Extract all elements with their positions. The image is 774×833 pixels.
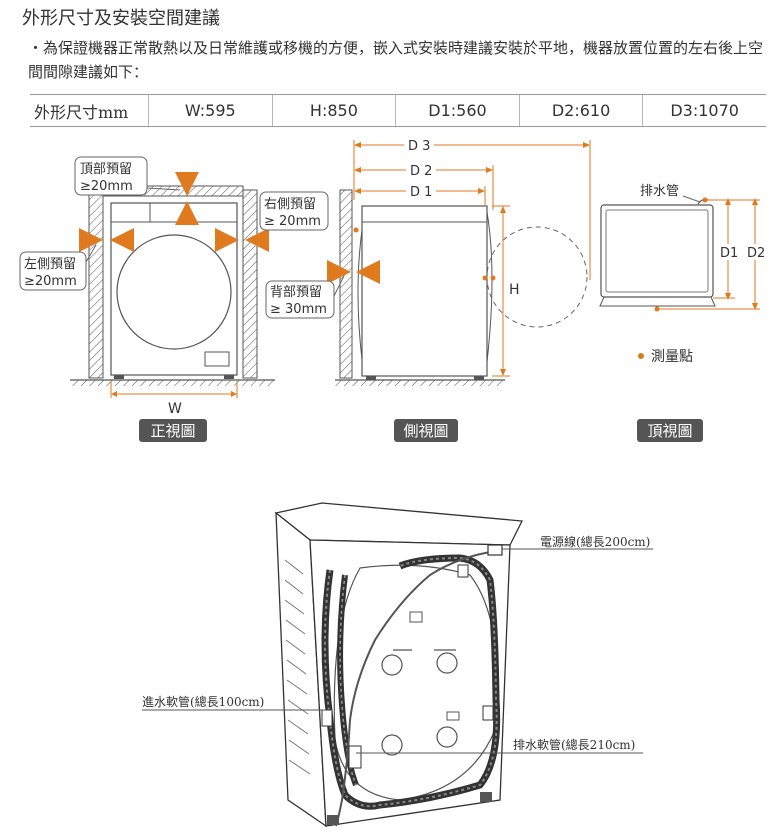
left-clearance-label: 左側預留	[24, 257, 76, 272]
side-machine-body	[361, 205, 488, 377]
page-title: 外形尺寸及安裝空間建議	[22, 8, 220, 29]
top-view-caption: 頂視圖	[647, 422, 692, 440]
top-clearance-value: ≥20mm	[80, 179, 133, 194]
dimension-d1: D1:560	[395, 95, 519, 126]
filter-door	[204, 351, 230, 367]
d2-label: D 2	[410, 164, 432, 179]
top-d1-label: D1	[720, 246, 738, 261]
installation-note: ・為保證機器正常散熱以及日常維護或移機的方便，嵌入式安裝時建議安裝於平地，機器放…	[28, 39, 764, 81]
left-clearance-value: ≥20mm	[24, 274, 77, 289]
back-clearance-value: ≥ 30mm	[270, 302, 327, 317]
top-clearance-callout	[74, 156, 148, 196]
drain-label: 排水管	[640, 184, 679, 199]
right-clearance-label: 右側預留	[264, 197, 316, 212]
left-clearance-callout	[19, 251, 87, 291]
w-dimension-label: W	[168, 401, 182, 417]
top-door-edge	[599, 296, 716, 307]
left-wall	[88, 189, 104, 379]
door-swing-arc	[486, 226, 588, 328]
measurement-point-dot	[638, 353, 644, 359]
right-clearance-value: ≥ 20mm	[264, 214, 321, 229]
right-wall	[242, 189, 258, 379]
d3-label: D 3	[408, 139, 430, 154]
front-view-caption-box	[139, 419, 207, 442]
dimension-w: W:595	[148, 95, 272, 126]
power-cord	[335, 550, 498, 827]
top-d2-label: D2	[747, 246, 765, 261]
power-cord-label: 電源線(總長200cm)	[540, 534, 650, 549]
inlet-hose-label: 進水軟管(總長100cm)	[142, 694, 264, 709]
top-view-caption-box	[637, 419, 703, 442]
back-clearance-callout	[265, 280, 335, 319]
rear-view: 電源線(總長200cm) 進水軟管(總長100cm) 排水軟管(總長210cm)	[142, 502, 653, 828]
drain-hose-label: 排水軟管(總長210cm)	[513, 737, 635, 752]
dimension-d2: D2:610	[518, 95, 643, 126]
back-clearance-label: 背部預留	[270, 285, 322, 300]
dimension-header: 外形尺寸mm	[34, 102, 129, 122]
power-plug	[487, 544, 503, 556]
floor-hatch	[70, 380, 275, 386]
h-label: H	[509, 282, 520, 298]
dimension-h: H:850	[271, 95, 396, 126]
dimension-table: 外形尺寸mm W:595 H:850 D1:560 D2:610 D3:1070	[30, 94, 766, 127]
right-clearance-callout	[259, 191, 329, 231]
side-view: D 3 D 2 D 1 H 背部預留 ≥ 30mm 側視圖	[265, 138, 591, 442]
side-view-caption-box	[394, 419, 458, 442]
dimension-d3: D3:1070	[642, 95, 766, 126]
measurement-point-legend: 測量點	[651, 349, 693, 365]
top-clearance-label: 頂部預留	[80, 162, 132, 177]
d1-label: D 1	[410, 185, 432, 200]
top-machine-body	[600, 204, 714, 298]
back-wall	[339, 189, 353, 379]
front-view: W 頂部預留 ≥20mm 右側預留 ≥ 20mm 左側預留 ≥20mm 正視圖	[19, 156, 329, 442]
front-view-caption: 正視圖	[150, 422, 195, 440]
side-view-caption: 側視圖	[403, 422, 448, 440]
front-door	[116, 234, 232, 350]
top-view: 排水管 D1 D2 測量點 頂視圖	[599, 184, 771, 442]
rear-top-panel	[274, 502, 524, 546]
